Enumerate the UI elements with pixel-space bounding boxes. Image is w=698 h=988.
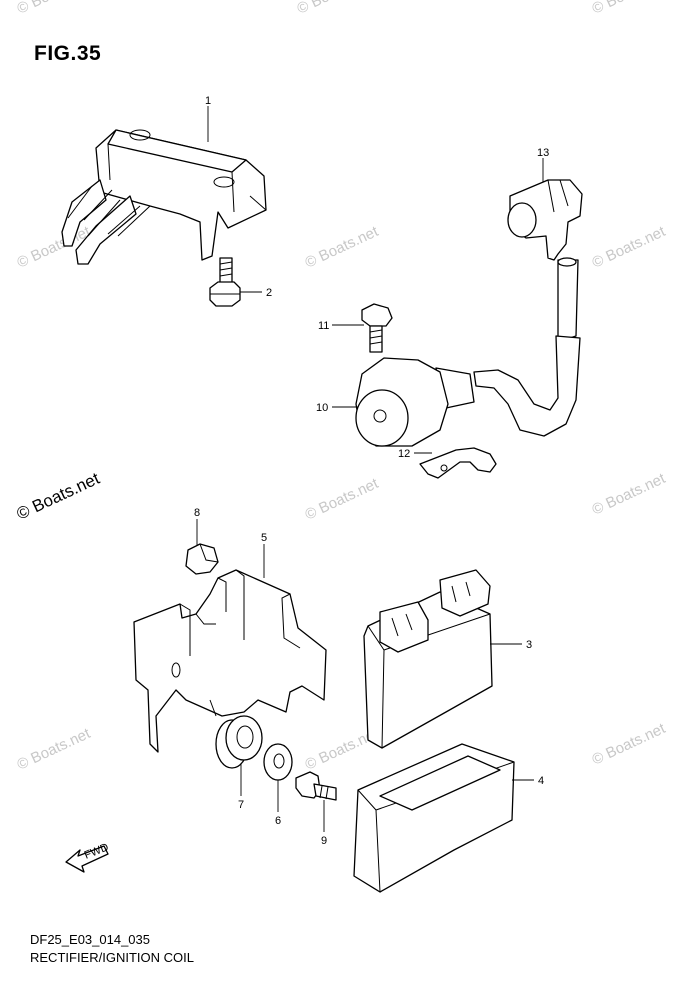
callout-12: 12 [398, 448, 410, 460]
part-6-washer[interactable] [263, 743, 293, 781]
callout-numbers: 1 2 13 11 10 12 8 5 3 4 7 6 9 [194, 95, 549, 847]
watermark: © Boats.net [303, 223, 382, 272]
callout-4: 4 [538, 775, 544, 787]
part-11-bolt[interactable] [361, 303, 393, 353]
callout-11: 11 [318, 320, 329, 332]
watermark: © Boats.net [590, 470, 669, 519]
leader-lines [196, 106, 544, 832]
watermark: © Boats.net [15, 0, 94, 18]
fwd-direction-arrow: FWD [65, 841, 110, 873]
callout-10: 10 [316, 402, 328, 414]
diagram-code: DF25_E03_014_035 [30, 932, 150, 947]
callout-8: 8 [194, 507, 200, 519]
callout-1: 1 [205, 95, 211, 107]
watermark: © Boats.net [303, 475, 382, 524]
watermark: © Boats.net [590, 223, 669, 272]
part-7-grommet[interactable] [215, 715, 263, 769]
part-13-spark-plug-cap[interactable] [507, 179, 583, 343]
callout-9: 9 [321, 835, 327, 847]
watermark: © Boats.net [295, 0, 374, 18]
part-9-bolt[interactable] [295, 771, 337, 801]
part-8-cap[interactable] [185, 543, 219, 575]
part-5-bracket[interactable] [133, 569, 327, 753]
part-10-ignition-coil[interactable] [355, 335, 581, 447]
part-2-bolt[interactable] [209, 257, 241, 307]
callout-7: 7 [238, 799, 244, 811]
callout-13: 13 [537, 147, 549, 159]
callout-5: 5 [261, 532, 267, 544]
callout-2: 2 [266, 287, 272, 299]
diagram-caption: RECTIFIER/IGNITION COIL [30, 950, 194, 965]
part-3-control-module[interactable] [363, 569, 493, 749]
callout-6: 6 [275, 815, 281, 827]
watermark-dark: © Boats.net [14, 469, 103, 524]
figure-title: FIG.35 [34, 42, 102, 65]
part-12-clamp[interactable] [419, 447, 497, 479]
watermark: © Boats.net [590, 0, 669, 18]
watermark: © Boats.net [15, 725, 94, 774]
watermark: © Boats.net [590, 720, 669, 769]
callout-3: 3 [526, 639, 532, 651]
part-4-case[interactable] [353, 743, 515, 893]
part-1-rectifier[interactable] [61, 129, 267, 265]
